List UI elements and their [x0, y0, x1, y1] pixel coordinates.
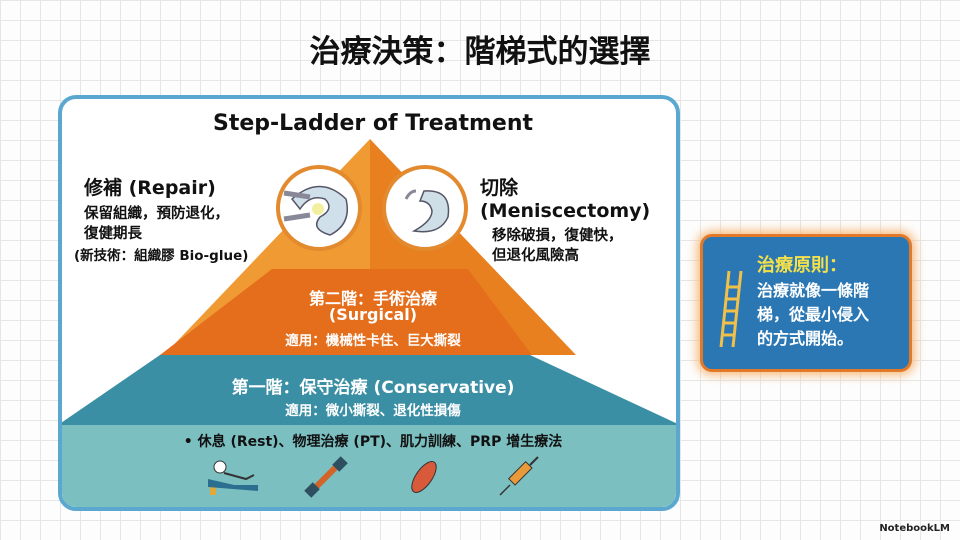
treatment-ladder-panel: Step-Ladder of Treatment 修補 (Repair) 保留組…	[58, 95, 680, 511]
tier2-applies: 適用：機械性卡住、巨大撕裂	[285, 333, 461, 349]
tier1-applies: 適用：微小撕裂、退化性損傷	[285, 403, 461, 419]
notebooklm-watermark: NotebookLM	[879, 523, 950, 534]
principle-line: 梯，從最小侵入	[757, 305, 870, 324]
principle-callout: 治療原則： 治療就像一條階 梯，從最小侵入 的方式開始。	[700, 234, 912, 372]
principle-title: 治療原則：	[757, 255, 847, 276]
repair-illustration	[276, 165, 362, 251]
repair-line: 復健期長	[84, 226, 142, 242]
tier1-title: 第一階：保守治療 (Conservative)	[231, 378, 515, 398]
tier2-subtitle: (Surgical)	[328, 305, 418, 324]
meniscectomy-title: 切除 (Meniscectomy)	[480, 177, 651, 222]
meniscectomy-line: 但退化風險高	[492, 248, 579, 264]
syringe-icon	[499, 456, 539, 496]
ladder-icon	[719, 270, 743, 348]
panel-heading: Step-Ladder of Treatment	[212, 111, 534, 136]
repair-note: (新技術：組織膠 Bio-glue)	[74, 248, 249, 264]
meniscus-repair-icon	[283, 185, 348, 236]
meniscectomy-section: 切除 (Meniscectomy) 移除破損，復健快， 但退化風險高	[480, 173, 676, 266]
repair-line: 保留組織，預防退化，	[84, 206, 229, 222]
meniscus-removed-icon	[404, 189, 450, 233]
rest-icon	[208, 460, 258, 495]
meniscectomy-line: 移除破損，復健快，	[492, 228, 623, 244]
tier2-title: 第二階：手術治療	[308, 289, 437, 308]
page-title: 治療決策：階梯式的選擇	[309, 34, 651, 70]
muscle-icon	[411, 461, 437, 493]
tier1-band	[62, 355, 676, 425]
meniscectomy-illustration	[382, 165, 468, 251]
tier2-band	[160, 269, 532, 355]
repair-title: 修補 (Repair)	[84, 177, 216, 199]
tier1-methods: • 休息 (Rest)、物理治療 (PT)、肌力訓練、PRP 增生療法	[183, 434, 563, 450]
principle-line: 的方式開始。	[757, 329, 854, 348]
resistance-band-icon	[304, 456, 348, 498]
repair-section: 修補 (Repair) 保留組織，預防退化， 復健期長 (新技術：組織膠 Bio…	[74, 173, 248, 264]
principle-line: 治療就像一條階	[757, 281, 870, 300]
